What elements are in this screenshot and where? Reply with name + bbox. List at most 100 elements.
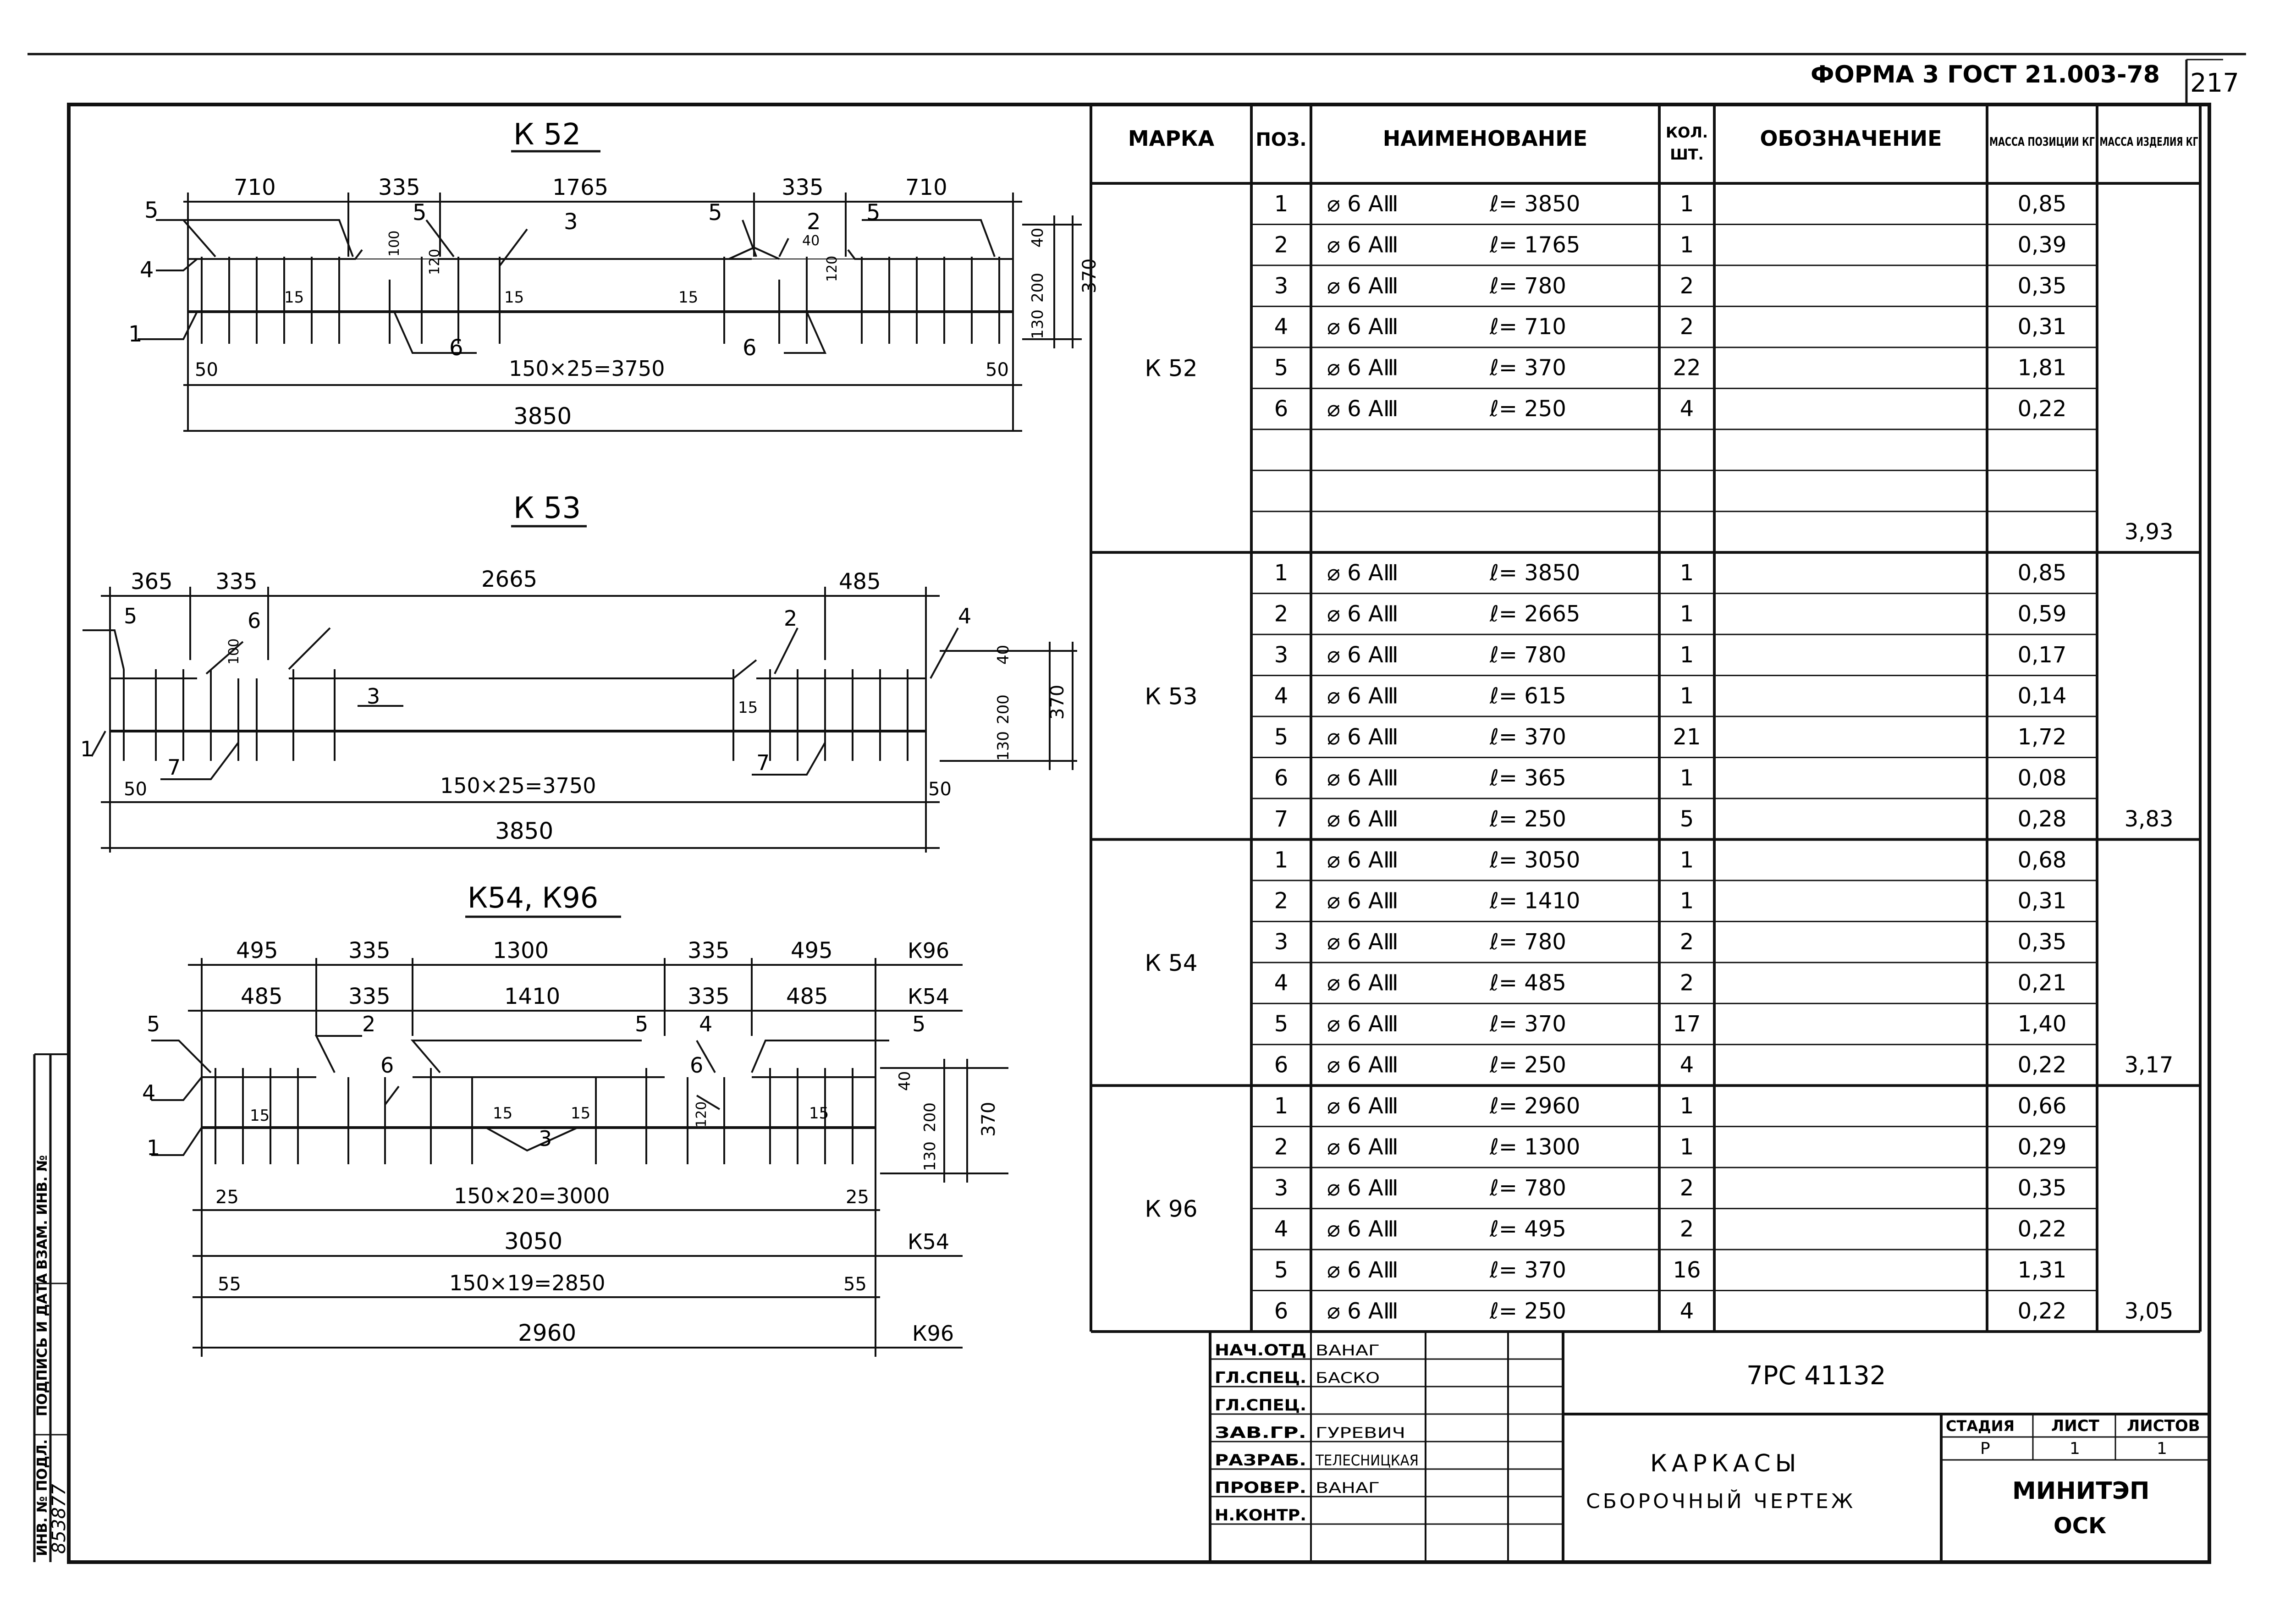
total-dim: 3850 bbox=[495, 818, 553, 844]
end-dim-k96: 55 bbox=[843, 1274, 867, 1295]
cell-mass: 0,35 bbox=[2018, 273, 2067, 299]
cell-qty: 17 bbox=[1673, 1011, 1701, 1037]
top-dim-k96: 1300 bbox=[493, 938, 549, 963]
callout: 6 bbox=[449, 335, 463, 361]
cell-pos: 3 bbox=[1274, 929, 1288, 955]
cell-pos: 1 bbox=[1274, 1093, 1288, 1119]
callout: 7 bbox=[756, 750, 770, 775]
end-dim-right: 50 bbox=[928, 779, 952, 800]
drawing-k54-k96: К54, К96 bbox=[142, 881, 1008, 1357]
cell-pos: 2 bbox=[1274, 232, 1288, 258]
side-label-inv: ИНВ. № ПОДЛ. bbox=[34, 1439, 50, 1556]
cell-mass: 1,31 bbox=[2018, 1257, 2067, 1283]
cell-mass: 0,21 bbox=[2018, 970, 2067, 996]
cell-pos: 3 bbox=[1274, 642, 1288, 668]
cell-len: ℓ= 250 bbox=[1489, 396, 1566, 422]
cell-len: ℓ= 780 bbox=[1489, 642, 1566, 668]
cell-dia: ⌀ 6 АⅢ bbox=[1327, 396, 1399, 422]
cell-qty: 1 bbox=[1680, 847, 1694, 873]
doc-title-line1: КАРКАСЫ bbox=[1650, 1450, 1801, 1477]
callout: 2 bbox=[362, 1012, 375, 1036]
cell-pos: 6 bbox=[1274, 396, 1288, 422]
side-label-sign: ПОДПИСЬ И ДАТА bbox=[34, 1273, 50, 1416]
drawing-k52: К 52 bbox=[128, 118, 1100, 432]
callout: 2 bbox=[784, 606, 797, 631]
callout: 3 bbox=[564, 209, 578, 235]
title-block-role: Н.КОНТР. bbox=[1215, 1506, 1306, 1525]
cell-dia: ⌀ 6 АⅢ bbox=[1327, 970, 1399, 996]
top-dim-k54: 485 bbox=[241, 984, 283, 1009]
cell-qty: 1 bbox=[1680, 232, 1694, 258]
table-header-qty: КОЛ. bbox=[1666, 124, 1708, 141]
cell-len: ℓ= 1410 bbox=[1489, 888, 1580, 914]
top-dim: 335 bbox=[782, 175, 824, 200]
small-dim: 15 bbox=[284, 288, 304, 307]
cell-mass: 0,59 bbox=[2018, 601, 2067, 627]
cell-item-mass: 3,83 bbox=[2125, 806, 2174, 832]
small-dim: 15 bbox=[504, 288, 524, 307]
table-header-pos: ПОЗ. bbox=[1255, 129, 1306, 150]
cell-pos: 4 bbox=[1274, 683, 1288, 709]
end-dim-k96: 55 bbox=[218, 1274, 241, 1295]
cell-qty: 1 bbox=[1680, 1093, 1694, 1119]
cell-pos: 5 bbox=[1274, 1011, 1288, 1037]
top-dim-k96: 335 bbox=[348, 938, 391, 963]
cell-pos: 4 bbox=[1274, 970, 1288, 996]
cell-pos: 5 bbox=[1274, 1257, 1288, 1283]
cell-pos: 2 bbox=[1274, 888, 1288, 914]
end-dim-k54: 25 bbox=[215, 1187, 239, 1208]
cell-dia: ⌀ 6 АⅢ bbox=[1327, 355, 1399, 381]
sheet-corner-number: 217 bbox=[2190, 68, 2239, 98]
cell-mass: 0,35 bbox=[2018, 1175, 2067, 1201]
cell-mass: 0,39 bbox=[2018, 232, 2067, 258]
callout: 5 bbox=[413, 200, 427, 226]
cell-qty: 16 bbox=[1673, 1257, 1701, 1283]
small-dim: 15 bbox=[678, 288, 698, 307]
cell-dia: ⌀ 6 АⅢ bbox=[1327, 1298, 1399, 1324]
sheet-label: ЛИСТ bbox=[2051, 1417, 2100, 1435]
small-dim: 40 bbox=[802, 233, 820, 249]
top-dim: 365 bbox=[131, 569, 173, 595]
cell-qty: 4 bbox=[1680, 1052, 1694, 1078]
callout: 3 bbox=[539, 1126, 552, 1151]
end-dim-k54: 25 bbox=[846, 1187, 869, 1208]
title-block-name: ГУРЕВИЧ bbox=[1316, 1424, 1405, 1442]
title-block-role: РАЗРАБ. bbox=[1215, 1451, 1306, 1470]
top-dim-k54: 1410 bbox=[504, 984, 560, 1009]
side-dim: 370 bbox=[978, 1102, 999, 1137]
side-dim: 200 bbox=[1029, 273, 1047, 303]
cell-mass: 0,17 bbox=[2018, 642, 2067, 668]
cell-pos: 4 bbox=[1274, 1216, 1288, 1242]
cell-len: ℓ= 1300 bbox=[1489, 1134, 1580, 1160]
callout: 5 bbox=[635, 1012, 648, 1036]
callout: 7 bbox=[167, 755, 181, 780]
side-dim: 370 bbox=[1047, 685, 1068, 720]
cell-len: ℓ= 615 bbox=[1489, 683, 1566, 709]
total-dim: 3850 bbox=[513, 403, 572, 429]
cell-mass: 1,40 bbox=[2018, 1011, 2067, 1037]
small-dim: 120 bbox=[427, 249, 443, 275]
small-dim: 15 bbox=[571, 1104, 590, 1123]
cell-dia: ⌀ 6 АⅢ bbox=[1327, 601, 1399, 627]
cell-dia: ⌀ 6 АⅢ bbox=[1327, 1175, 1399, 1201]
cell-dia: ⌀ 6 АⅢ bbox=[1327, 765, 1399, 791]
cell-len: ℓ= 1765 bbox=[1489, 232, 1580, 258]
cell-dia: ⌀ 6 АⅢ bbox=[1327, 683, 1399, 709]
cell-dia: ⌀ 6 АⅢ bbox=[1327, 560, 1399, 586]
side-dim: 200 bbox=[921, 1102, 939, 1132]
callout: 4 bbox=[142, 1080, 155, 1105]
cell-dia: ⌀ 6 АⅢ bbox=[1327, 1052, 1399, 1078]
cell-mark: К 52 bbox=[1145, 355, 1197, 382]
cell-pos: 5 bbox=[1274, 724, 1288, 750]
table-header-item-mass: МАССА ИЗДЕЛИЯ КГ bbox=[2100, 135, 2198, 149]
cell-item-mass: 3,93 bbox=[2125, 519, 2174, 545]
drawing-title: К54, К96 bbox=[468, 881, 598, 914]
drawing-title: К 53 bbox=[513, 491, 581, 525]
top-dim: 485 bbox=[839, 569, 881, 595]
top-dim: 1765 bbox=[552, 175, 608, 200]
cell-qty: 1 bbox=[1680, 683, 1694, 709]
cell-dia: ⌀ 6 АⅢ bbox=[1327, 806, 1399, 832]
cell-len: ℓ= 250 bbox=[1489, 1052, 1566, 1078]
top-dim: 335 bbox=[378, 175, 420, 200]
